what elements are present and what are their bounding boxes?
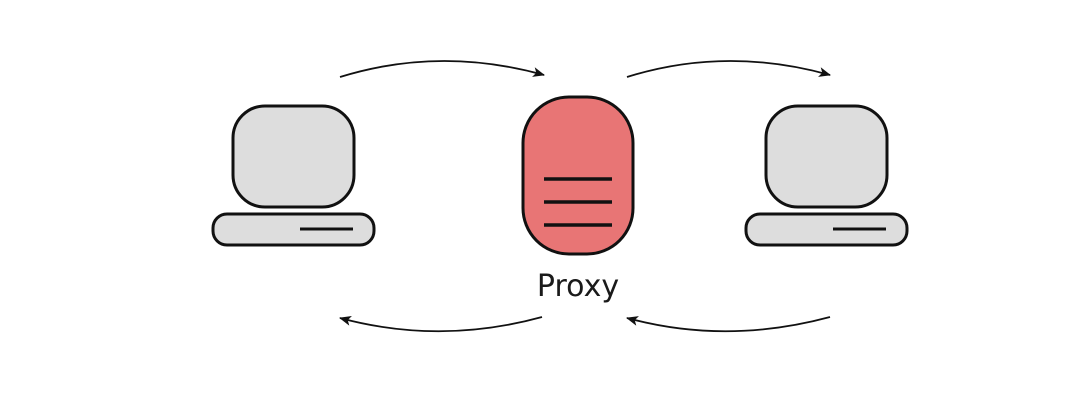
server-base (744, 212, 909, 247)
arrow-client-to-proxy (339, 60, 545, 78)
proxy-server-icon (521, 95, 635, 256)
server-monitor (764, 104, 889, 209)
proxy-server-body (521, 95, 635, 256)
client-base (211, 212, 376, 247)
arrow-proxy-to-client (339, 316, 543, 333)
client-computer-icon (211, 104, 376, 247)
server-computer-icon (744, 104, 909, 247)
client-monitor (231, 104, 356, 209)
proxy-label: Proxy (537, 269, 619, 304)
arrow-server-to-proxy (626, 316, 831, 333)
arrow-proxy-to-server (626, 60, 831, 78)
